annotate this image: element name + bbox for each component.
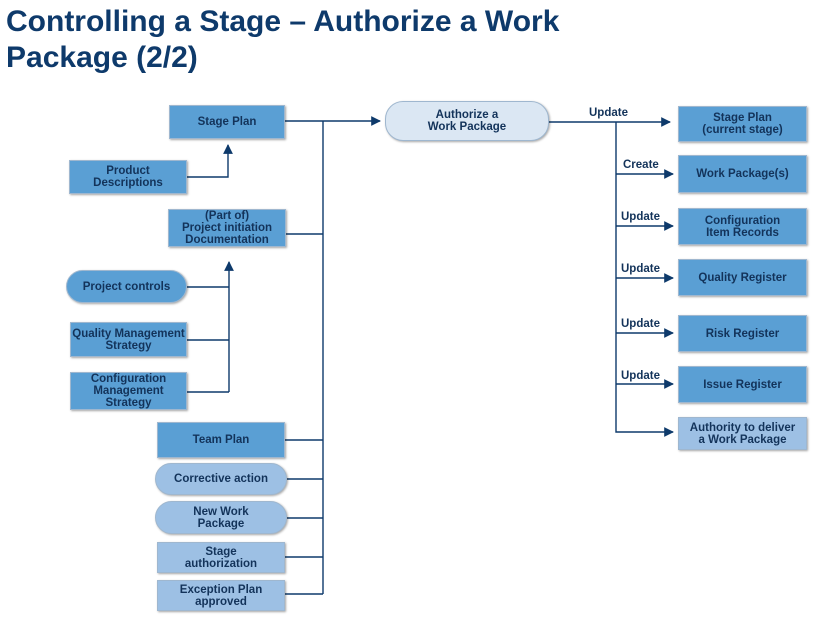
corrective-action-label: Corrective action bbox=[174, 473, 268, 485]
title-line-2: Package (2/2) bbox=[6, 41, 198, 74]
product-descriptions-label: Product Descriptions bbox=[93, 165, 163, 189]
action-label-update-stage-plan: Update bbox=[589, 107, 628, 119]
stage-authorization-input: Stage authorization bbox=[157, 542, 285, 573]
exception-plan-label: Exception Plan approved bbox=[179, 583, 263, 608]
new-work-package-label: New Work Package bbox=[193, 505, 249, 530]
action-label-update-risk-register: Update bbox=[621, 318, 660, 330]
stage-plan-input: Stage Plan bbox=[169, 105, 285, 139]
product-desc-connector bbox=[187, 144, 233, 178]
output-risk-register: Risk Register bbox=[678, 315, 807, 352]
output-stage-plan-label: Stage Plan (current stage) bbox=[702, 112, 783, 136]
output-risk-register-label: Risk Register bbox=[705, 327, 780, 340]
page-title: Controlling a Stage – Authorize a Work P… bbox=[6, 4, 806, 76]
team-plan-label: Team Plan bbox=[192, 434, 250, 446]
process-label: Authorize a Work Package bbox=[427, 109, 507, 133]
output-config-item-records-label: Configuration Item Records bbox=[704, 214, 781, 239]
exception-plan-input: Exception Plan approved bbox=[157, 580, 285, 611]
output-quality-register-label: Quality Register bbox=[698, 271, 787, 284]
output-work-packages-label: Work Package(s) bbox=[696, 168, 789, 180]
output-authority-to-deliver-label: Authority to deliver a Work Package bbox=[689, 421, 796, 446]
output-authority-to-deliver: Authority to deliver a Work Package bbox=[678, 417, 807, 450]
action-label-update-issue-register: Update bbox=[621, 370, 660, 382]
quality-mgmt-strategy-label: Quality Management Strategy bbox=[72, 327, 185, 352]
pid-input: (Part of) Project initiation Documentati… bbox=[168, 209, 286, 247]
output-work-packages: Work Package(s) bbox=[678, 155, 807, 193]
pid-label: (Part of) Project initiation Documentati… bbox=[181, 210, 273, 246]
output-stage-plan: Stage Plan (current stage) bbox=[678, 106, 807, 142]
quality-mgmt-strategy-input: Quality Management Strategy bbox=[70, 322, 187, 357]
title-line-1: Controlling a Stage – Authorize a Work bbox=[6, 5, 560, 38]
action-label-create-work-package: Create bbox=[623, 159, 659, 171]
config-mgmt-strategy-input: Configuration Management Strategy bbox=[70, 372, 187, 410]
project-controls-label: Project controls bbox=[82, 280, 171, 293]
stage-authorization-label: Stage authorization bbox=[184, 545, 258, 570]
config-mgmt-strategy-label: Configuration Management Strategy bbox=[90, 373, 167, 409]
output-issue-register: Issue Register bbox=[678, 366, 807, 403]
new-work-package-input: New Work Package bbox=[155, 501, 287, 534]
action-label-update-config-records: Update bbox=[621, 211, 660, 223]
stage-plan-label: Stage Plan bbox=[197, 116, 257, 128]
output-quality-register: Quality Register bbox=[678, 259, 807, 296]
action-label-update-quality-register: Update bbox=[621, 263, 660, 275]
output-issue-register-label: Issue Register bbox=[703, 378, 782, 391]
project-controls-input: Project controls bbox=[66, 270, 187, 303]
product-descriptions-input: Product Descriptions bbox=[69, 160, 187, 194]
team-plan-input: Team Plan bbox=[157, 422, 285, 458]
authorize-work-package-process: Authorize a Work Package bbox=[385, 101, 549, 141]
output-config-item-records: Configuration Item Records bbox=[678, 208, 807, 245]
corrective-action-input: Corrective action bbox=[155, 463, 287, 495]
